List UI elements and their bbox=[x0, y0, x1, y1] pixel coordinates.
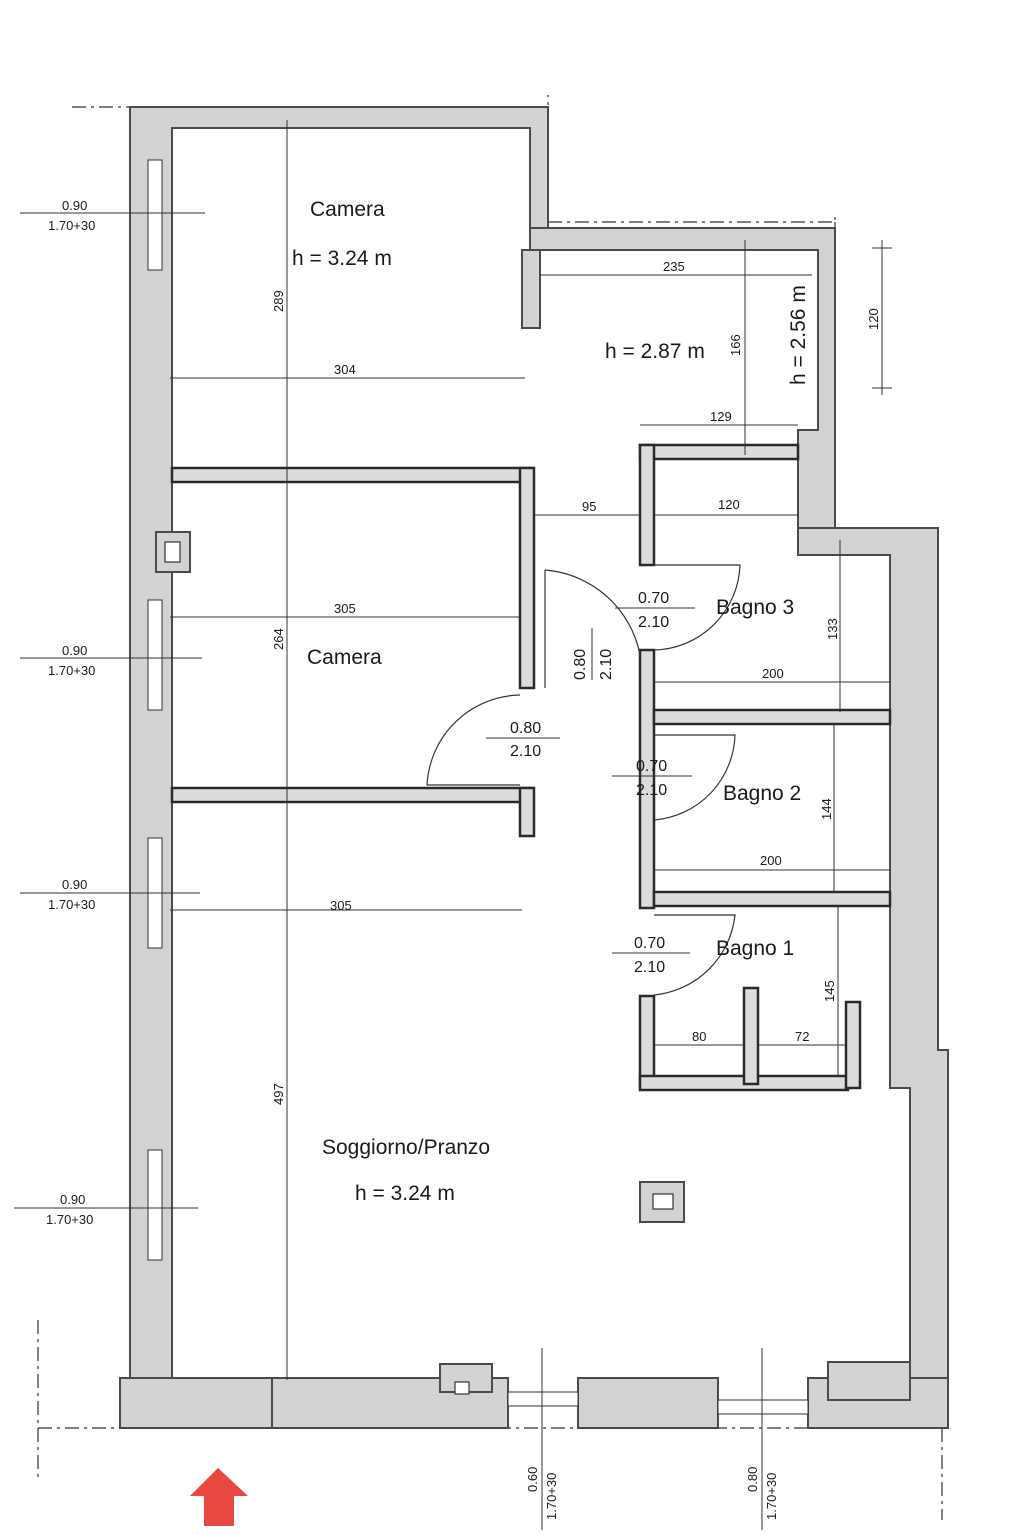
dim-129: 129 bbox=[710, 409, 732, 424]
dim-133: 133 bbox=[825, 618, 840, 640]
interior-partitions bbox=[170, 443, 892, 1092]
dim-304: 304 bbox=[334, 362, 356, 377]
dim-200-bagno3: 200 bbox=[762, 666, 784, 681]
dim-264: 264 bbox=[271, 628, 286, 650]
svg-text:0.80: 0.80 bbox=[745, 1467, 760, 1492]
exterior-walls bbox=[119, 106, 949, 1429]
dim-95: 95 bbox=[582, 499, 596, 514]
svg-text:1.70+30: 1.70+30 bbox=[544, 1473, 559, 1520]
entrance-arrow-icon bbox=[190, 1468, 248, 1526]
svg-text:0.70: 0.70 bbox=[636, 758, 667, 775]
room-height-closet: h = 2.56 m bbox=[787, 285, 810, 385]
window-label-1: 0.90 1.70+30 bbox=[48, 198, 95, 233]
window-2 bbox=[147, 599, 163, 711]
door-label-bagno1: 0.70 2.10 bbox=[612, 935, 690, 976]
dim-305-low: 305 bbox=[330, 898, 352, 913]
svg-text:1.70+30: 1.70+30 bbox=[48, 663, 95, 678]
door-swings bbox=[426, 564, 741, 996]
dim-497: 497 bbox=[271, 1083, 286, 1105]
svg-text:0.60: 0.60 bbox=[525, 1467, 540, 1492]
door-label-bagno2: 0.70 2.10 bbox=[612, 758, 692, 799]
svg-text:0.90: 0.90 bbox=[62, 877, 87, 892]
room-label-bagno2: Bagno 2 bbox=[723, 782, 801, 805]
svg-text:2.10: 2.10 bbox=[510, 743, 541, 760]
svg-text:2.10: 2.10 bbox=[638, 614, 669, 631]
svg-text:0.80: 0.80 bbox=[572, 649, 589, 680]
svg-text:0.90: 0.90 bbox=[62, 643, 87, 658]
svg-text:0.80: 0.80 bbox=[510, 720, 541, 737]
room-label-bagno3: Bagno 3 bbox=[716, 596, 794, 619]
svg-text:2.10: 2.10 bbox=[634, 959, 665, 976]
window-6 bbox=[717, 1399, 809, 1415]
svg-text:1.70+30: 1.70+30 bbox=[48, 218, 95, 233]
room-height-camera-top: h = 3.24 m bbox=[292, 247, 392, 270]
svg-text:2.10: 2.10 bbox=[636, 782, 667, 799]
window-label-3: 0.90 1.70+30 bbox=[48, 877, 95, 912]
room-label-camera-top: Camera bbox=[310, 198, 385, 221]
dimension-lines bbox=[14, 120, 892, 1530]
window-label-5: 0.60 1.70+30 bbox=[525, 1467, 559, 1520]
window-label-2: 0.90 1.70+30 bbox=[48, 643, 95, 678]
dim-145: 145 bbox=[822, 980, 837, 1002]
dim-120-right: 120 bbox=[866, 308, 881, 330]
window-5 bbox=[507, 1391, 579, 1407]
window-4 bbox=[147, 1149, 163, 1261]
dim-200-bagno2: 200 bbox=[760, 853, 782, 868]
dim-120-bagno3: 120 bbox=[718, 497, 740, 512]
window-label-6: 0.80 1.70+30 bbox=[745, 1467, 779, 1520]
door-label-bagno3: 0.70 2.10 bbox=[615, 590, 695, 631]
svg-text:2.10: 2.10 bbox=[598, 649, 615, 680]
dim-80: 80 bbox=[692, 1029, 706, 1044]
svg-text:0.90: 0.90 bbox=[60, 1192, 85, 1207]
svg-text:1.70+30: 1.70+30 bbox=[48, 897, 95, 912]
svg-text:0.70: 0.70 bbox=[638, 590, 669, 607]
room-label-camera-mid: Camera bbox=[307, 646, 382, 669]
room-label-bagno1: Bagno 1 bbox=[716, 937, 794, 960]
svg-text:0.70: 0.70 bbox=[634, 935, 665, 952]
room-height-hall: h = 2.87 m bbox=[605, 340, 705, 363]
window-label-4: 0.90 1.70+30 bbox=[46, 1192, 93, 1227]
windows-left bbox=[147, 159, 809, 1415]
door-label-corridor: 0.80 2.10 bbox=[572, 628, 615, 680]
svg-text:1.70+30: 1.70+30 bbox=[764, 1473, 779, 1520]
room-label-soggiorno: Soggiorno/Pranzo bbox=[322, 1136, 490, 1159]
dim-289: 289 bbox=[271, 290, 286, 312]
dim-305-mid: 305 bbox=[334, 601, 356, 616]
room-height-soggiorno: h = 3.24 m bbox=[355, 1182, 455, 1205]
dim-235: 235 bbox=[663, 259, 685, 274]
shafts bbox=[155, 531, 685, 1395]
svg-text:0.90: 0.90 bbox=[62, 198, 87, 213]
dim-166: 166 bbox=[728, 334, 743, 356]
dim-72: 72 bbox=[795, 1029, 809, 1044]
dim-144: 144 bbox=[819, 798, 834, 820]
svg-text:1.70+30: 1.70+30 bbox=[46, 1212, 93, 1227]
door-label-camera-mid: 0.80 2.10 bbox=[486, 720, 560, 760]
window-1 bbox=[147, 159, 163, 271]
